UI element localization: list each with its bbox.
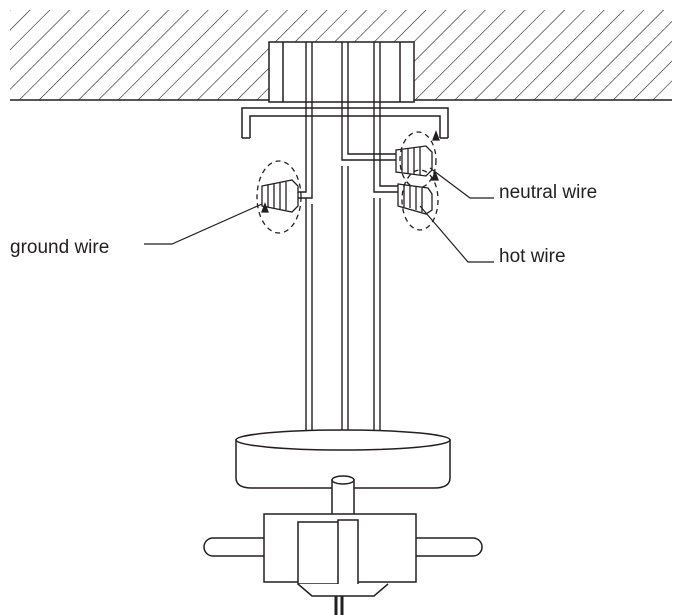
socket-assembly xyxy=(203,475,483,615)
label-leaders xyxy=(144,167,494,263)
wires xyxy=(298,42,398,432)
ground-wire-label: ground wire xyxy=(10,237,110,258)
mounting-bracket xyxy=(241,107,449,139)
neutral-wire-connector xyxy=(395,130,440,189)
hot-wire-label: hot wire xyxy=(499,246,566,267)
canopy xyxy=(235,429,451,489)
ground-wire-connector xyxy=(256,160,302,234)
hot-wire-connector xyxy=(397,169,439,231)
ceiling xyxy=(10,10,672,102)
neutral-wire-label: neutral wire xyxy=(499,182,598,203)
